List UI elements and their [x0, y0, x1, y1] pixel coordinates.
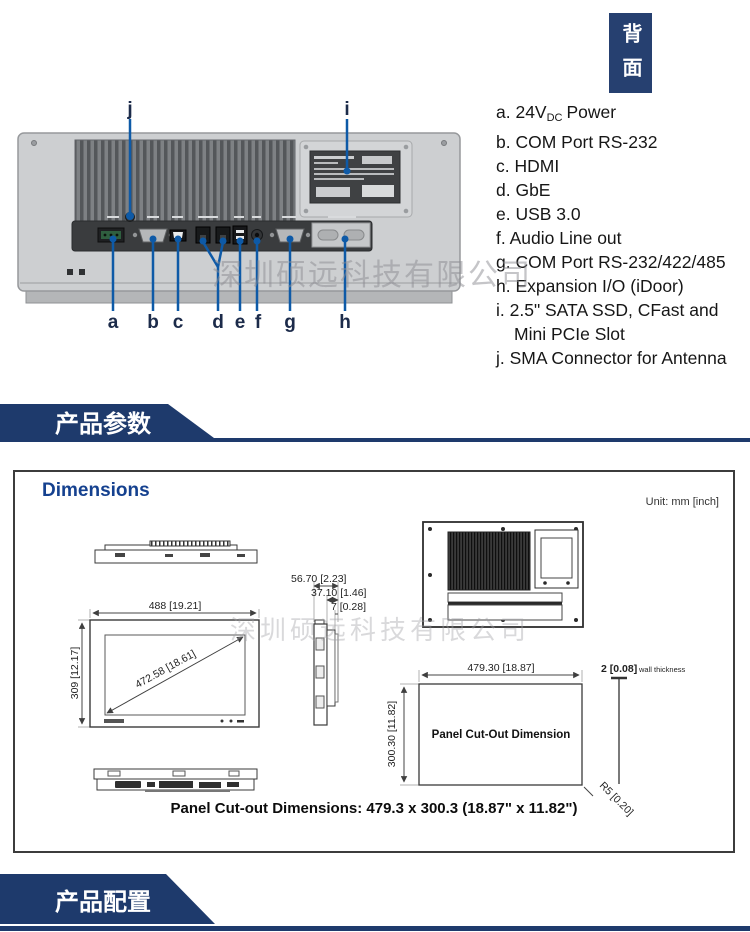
section-banner-config: 产品配置: [0, 874, 750, 932]
port-labels: [107, 216, 356, 218]
legend-item-f: f. Audio Line out: [496, 228, 622, 248]
callout-letter-i: i: [344, 99, 349, 120]
dimensions-drawings: 488 [19.21] 309 [12.17] 472.58 [18.61]: [69, 521, 686, 818]
wall-thickness-value: 2 [0.08]: [601, 663, 637, 675]
port-power: [97, 227, 125, 243]
port-lan: [195, 226, 231, 244]
top-view-drawing: [94, 540, 258, 564]
banner-params-label: 产品参数: [55, 410, 151, 438]
legend-item-h: h. Expansion I/O (iDoor): [496, 276, 684, 296]
section-banner-params: 产品参数: [0, 404, 750, 446]
wall-thickness-note: wall thickness: [638, 665, 686, 674]
callout-letter-b: b: [147, 312, 159, 333]
bottom-view-drawing: [93, 768, 258, 792]
rear-view-illustration: j i a b c d e f g h: [17, 99, 461, 333]
legend-a-sub: DC: [546, 112, 563, 124]
dimensions-title: Dimensions: [42, 480, 150, 501]
side-depth3-label: 7 [0.28]: [331, 601, 366, 613]
legend-a-pre: a. 24V: [496, 102, 547, 122]
legend-item-c: c. HDMI: [496, 156, 560, 176]
legend-item-g: g. COM Port RS-232/422/485: [496, 252, 726, 272]
legend-item-d: d. GbE: [496, 180, 551, 200]
port-idoor-plate: [311, 222, 371, 248]
screw: [441, 140, 447, 146]
legend-item-i: i. 2.5" SATA SSD, CFast and Mini PCIe Sl…: [496, 300, 719, 344]
banner-config-label: 产品配置: [55, 888, 151, 916]
callout-letter-e: e: [235, 312, 246, 333]
cutout-summary: Panel Cut-out Dimensions: 479.3 x 300.3 …: [170, 800, 578, 817]
cutout-width-label: 479.30 [18.87]: [467, 662, 534, 674]
front-width-label: 488 [19.21]: [149, 600, 202, 612]
heatsink-fins: [74, 139, 296, 222]
callout-letter-c: c: [173, 312, 184, 333]
legend-item-b: b. COM Port RS-232: [496, 132, 658, 152]
dimensions-panel: 488 [19.21] 309 [12.17] 472.58 [18.61]: [13, 470, 735, 853]
banner-underline: [0, 926, 750, 931]
label-sticker: [299, 140, 413, 218]
banner-underline: [0, 438, 750, 442]
rear-view-drawing: [422, 521, 584, 628]
callout-dots: [109, 167, 351, 245]
legend-item-j: j. SMA Connector for Antenna: [496, 348, 727, 368]
callout-lines: [111, 119, 349, 311]
side-depth1-label: 56.70 [2.23]: [291, 573, 347, 585]
legend-a-post: Power: [566, 102, 617, 122]
cutout-center-label: Panel Cut-Out Dimension: [432, 729, 571, 741]
legend-item-e: e. USB 3.0: [496, 204, 581, 224]
front-height-label: 309 [12.17]: [69, 647, 81, 700]
callout-letter-g: g: [284, 312, 296, 333]
side-view-drawing: 56.70 [2.23] 37.10 [1.46] 7 [0.28]: [291, 573, 367, 726]
callout-letter-h: h: [339, 312, 351, 333]
callout-letter-d: d: [212, 312, 224, 333]
side-depth2-label: 37.10 [1.46]: [311, 587, 367, 599]
cutout-drawing: 479.30 [18.87] 300.30 [11.82] Panel Cut-…: [386, 662, 686, 818]
callout-letter-f: f: [255, 312, 262, 333]
dimensions-unit: Unit: mm [inch]: [645, 496, 719, 508]
callout-letter-a: a: [108, 312, 119, 333]
callout-letter-j: j: [126, 99, 132, 120]
cutout-height-label: 300.30 [11.82]: [386, 701, 398, 767]
tab-back: 背面: [609, 13, 652, 93]
front-view-drawing: 488 [19.21] 309 [12.17] 472.58 [18.61]: [69, 600, 260, 728]
screw: [31, 140, 37, 146]
